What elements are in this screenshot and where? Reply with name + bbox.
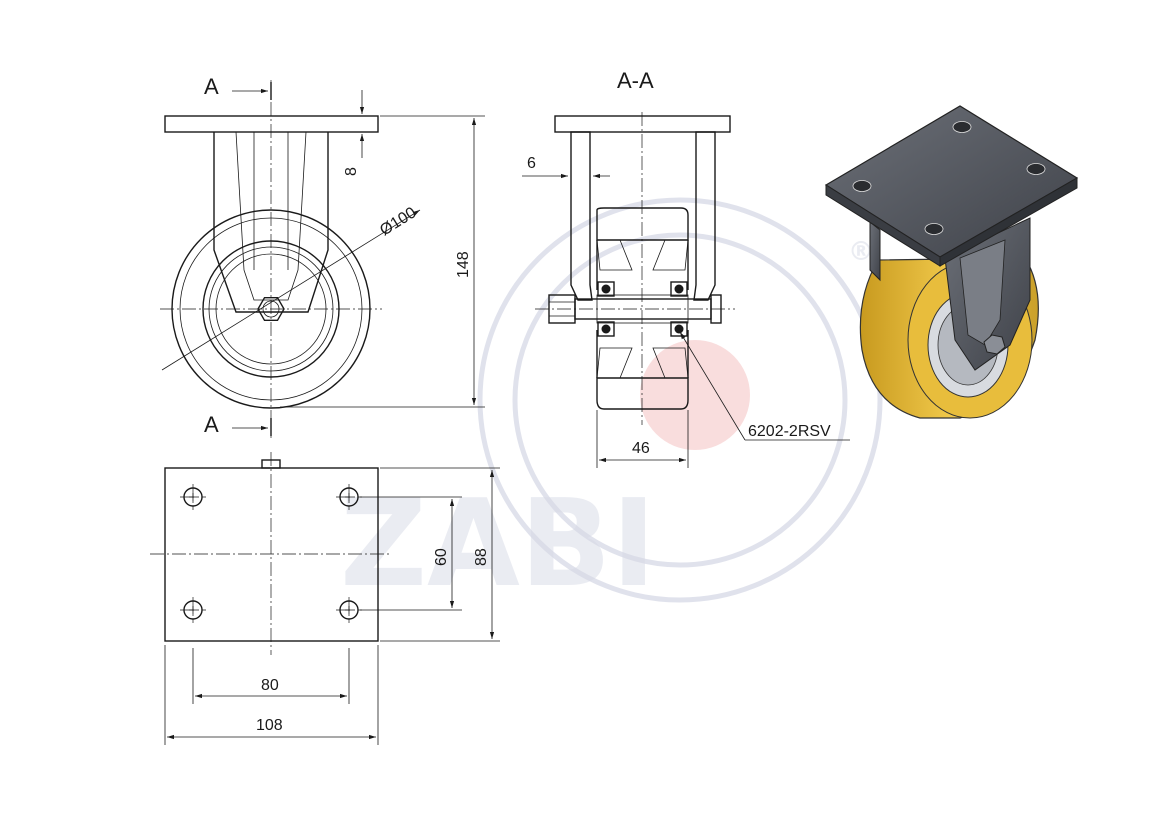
section-marker-top: A — [204, 74, 219, 99]
dim-wheel-diameter: Ø100 — [377, 204, 419, 239]
dim-total-height: 148 — [455, 251, 472, 278]
dim-plate-thickness: 8 — [343, 167, 360, 176]
section-view: A-A — [522, 68, 850, 468]
watermark-text: ZABI — [340, 475, 656, 614]
dim-wheel-width: 46 — [632, 440, 650, 457]
dim-plate-height: 88 — [473, 548, 490, 566]
section-title: A-A — [617, 68, 654, 93]
top-view: 60 88 80 108 — [150, 452, 500, 745]
dim-side-wall: 6 — [527, 155, 536, 172]
watermark: ZABI ® — [340, 197, 883, 614]
dim-hole-spacing-horizontal: 80 — [261, 677, 279, 694]
dim-hole-spacing-vertical: 60 — [433, 548, 450, 566]
mounting-holes — [180, 484, 362, 623]
front-view: A A 8 Ø100 148 — [160, 74, 485, 438]
caster-3d-render — [824, 105, 1079, 419]
bearing-label: 6202-2RSV — [748, 423, 831, 440]
plate-holes-3d — [852, 121, 1046, 235]
dim-plate-width: 108 — [256, 717, 283, 734]
section-marker-bottom: A — [204, 412, 219, 437]
